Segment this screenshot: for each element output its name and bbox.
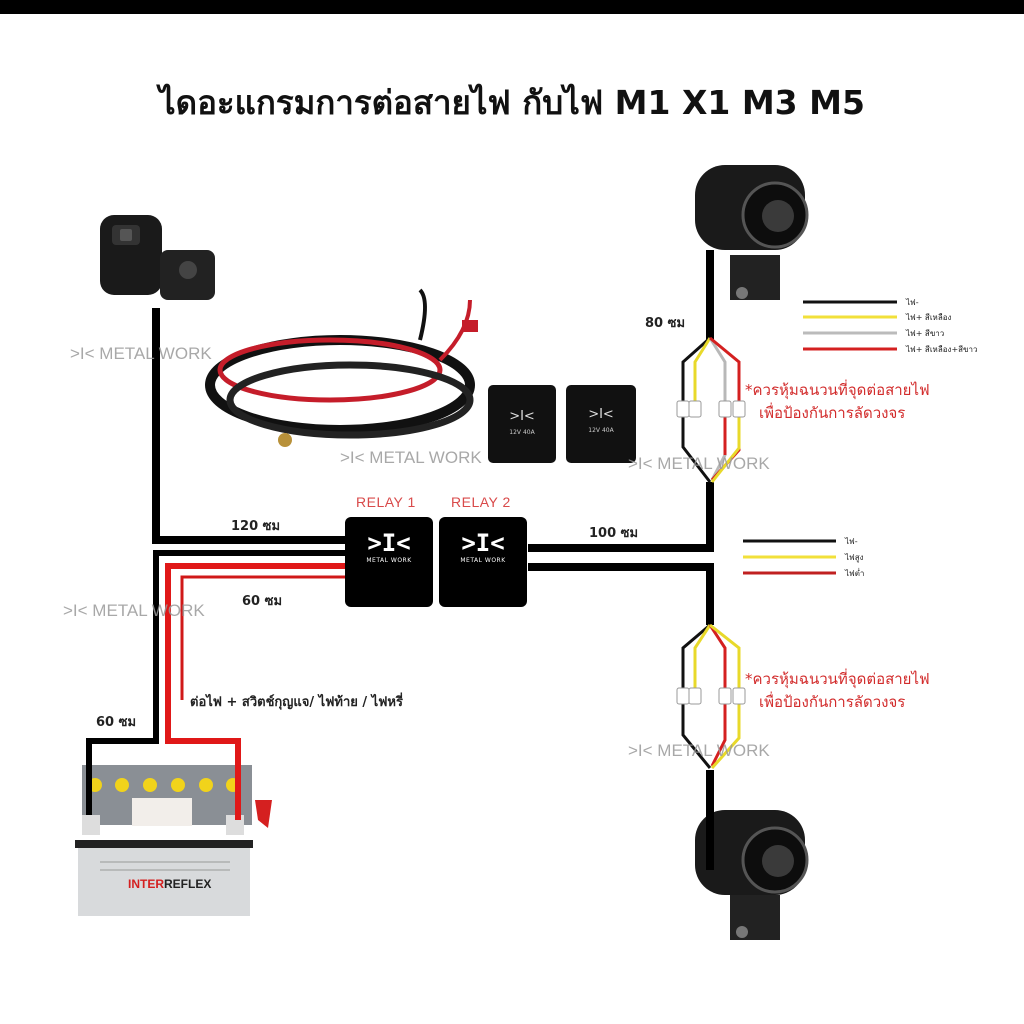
lights-wire-length: 100 ซม bbox=[589, 526, 639, 541]
diagram-title: ไดอะแกรมการต่อสายไฟ กับไฟ M1 X1 M3 M5 bbox=[159, 83, 865, 122]
metal-work-logo: >I< bbox=[461, 529, 505, 557]
metal-work-logo: >I< bbox=[367, 529, 411, 557]
warning-line-2: เพื่อป้องกันการลัดวงจร bbox=[759, 404, 906, 422]
legend-bottom-item: ไฟต่ำ bbox=[845, 569, 865, 578]
ignition-tap-wire bbox=[180, 575, 346, 700]
splice-connectors bbox=[676, 400, 746, 705]
lights-wire-bottom bbox=[528, 563, 714, 625]
legend-top-item: ไฟ+ สีขาว bbox=[906, 329, 945, 338]
lights-wire-top bbox=[528, 482, 714, 552]
battery-image bbox=[75, 765, 272, 916]
relay-2-label: RELAY 2 bbox=[451, 494, 511, 510]
insulation-warning-top: *ควรหุ้มฉนวนที่จุดต่อสายไฟ เพื่อป้องกันก… bbox=[745, 379, 930, 425]
top-led-light-image bbox=[695, 165, 809, 300]
legend-top-lines bbox=[803, 300, 897, 351]
switch-wire-length: 120 ซม bbox=[231, 519, 281, 534]
legend-top-item: ไฟ+ สีเหลือง bbox=[906, 313, 952, 322]
relay-1-label: RELAY 1 bbox=[356, 494, 416, 510]
warning-line-1: *ควรหุ้มฉนวนที่จุดต่อสายไฟ bbox=[745, 670, 930, 688]
relay-2: >I< METAL WORK bbox=[439, 517, 527, 607]
warning-line-1: *ควรหุ้มฉนวนที่จุดต่อสายไฟ bbox=[745, 381, 930, 399]
power-tap-note: ต่อไฟ + สวิตช์กุญแจ/ ไฟท้าย / ไฟหรี่ bbox=[190, 695, 403, 710]
switch-wire bbox=[152, 308, 346, 544]
relay-photo-rating: 12V 40A bbox=[509, 429, 535, 436]
relay-brand: METAL WORK bbox=[366, 557, 412, 564]
watermark: >I< METAL WORK bbox=[628, 741, 770, 760]
wires bbox=[86, 250, 746, 870]
watermark: >I< METAL WORK bbox=[63, 601, 205, 620]
handlebar-switch-image bbox=[100, 215, 215, 300]
watermark: >I< METAL WORK bbox=[628, 454, 770, 473]
power-tap-length: 60 ซม bbox=[242, 594, 283, 609]
svg-text:>I<: >I< bbox=[509, 409, 535, 424]
wiring-harness-image: >I< >I< 12V 40A 12V 40A bbox=[205, 288, 636, 463]
insulation-warning-bottom: *ควรหุ้มฉนวนที่จุดต่อสายไฟ เพื่อป้องกันก… bbox=[745, 668, 930, 714]
battery-negative-wire bbox=[86, 550, 346, 815]
battery-brand-part2: REFLEX bbox=[164, 877, 212, 891]
bottom-led-light-image bbox=[695, 810, 809, 940]
warning-line-2: เพื่อป้องกันการลัดวงจร bbox=[759, 693, 906, 711]
legend-bottom-item: ไฟ- bbox=[845, 537, 858, 546]
battery-brand-part1: INTER bbox=[128, 877, 164, 891]
battery-brand-label: INTERREFLEX bbox=[128, 877, 211, 891]
relay-1: >I< METAL WORK bbox=[345, 517, 433, 607]
top-bar bbox=[0, 0, 1024, 14]
relay-photo-rating: 12V 40A bbox=[588, 427, 614, 434]
legend-top-item: ไฟ- bbox=[906, 298, 919, 307]
legend-top-item: ไฟ+ สีเหลือง+สีขาว bbox=[906, 345, 978, 354]
battery-wire-length: 60 ซม bbox=[96, 715, 137, 730]
legend-bottom-item: ไฟสูง bbox=[845, 553, 864, 562]
svg-text:>I<: >I< bbox=[588, 407, 614, 422]
relay-brand: METAL WORK bbox=[460, 557, 506, 564]
legend-bottom-lines bbox=[743, 539, 836, 575]
battery-positive-wire bbox=[165, 563, 346, 820]
top-light-wire-length: 80 ซม bbox=[645, 316, 686, 331]
watermark: >I< METAL WORK bbox=[70, 344, 212, 363]
watermark: >I< METAL WORK bbox=[340, 448, 482, 467]
